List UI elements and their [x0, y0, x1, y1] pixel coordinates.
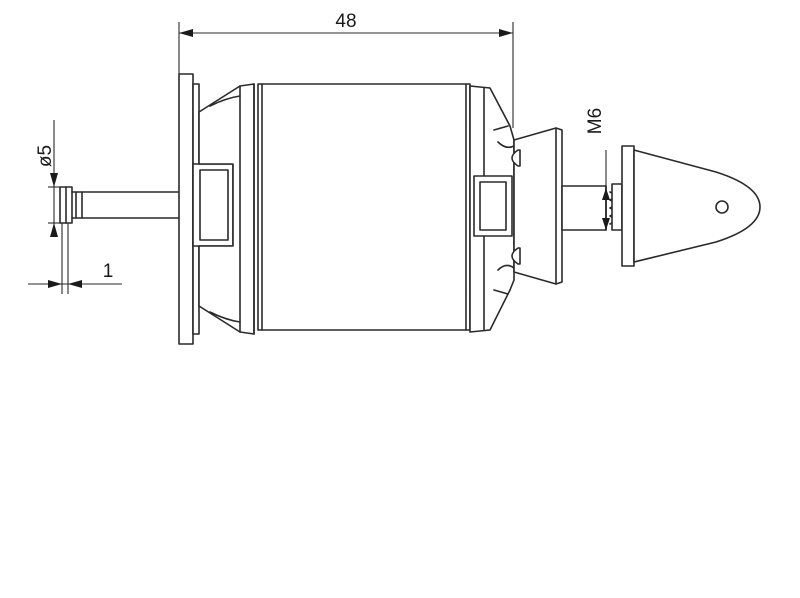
motor-shaft: [59, 186, 181, 224]
spinner-hole-icon: [715, 200, 729, 214]
thread-stub: [609, 183, 623, 231]
dimension-48-label: 48: [335, 11, 356, 32]
dimension-thread-label: M6: [585, 108, 606, 134]
prop-adapter-collet: [511, 127, 607, 285]
dimension-shaft-diameter: ø5: [35, 120, 60, 237]
rear-bell: [469, 85, 515, 333]
dimension-48: 48: [178, 11, 514, 128]
dimension-thread: M6: [585, 108, 610, 230]
spinner-nut: [621, 145, 761, 267]
dimension-shaft-diameter-label: ø5: [35, 145, 56, 167]
motor-can: [257, 83, 471, 331]
dimension-shaft-step-label: 1: [103, 261, 114, 282]
dimension-shaft-step: 1: [28, 223, 122, 294]
mounting-flange: [178, 73, 234, 345]
front-cap: [198, 83, 255, 335]
